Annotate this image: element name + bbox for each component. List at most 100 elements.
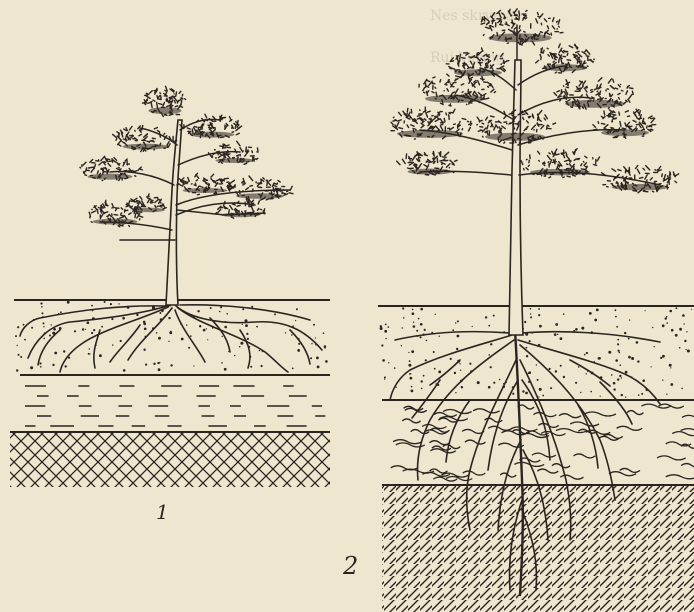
dashed-layer-1	[25, 386, 325, 426]
needle-stroke	[614, 177, 615, 180]
needle-stroke	[434, 158, 435, 159]
needle-stroke	[257, 148, 258, 151]
soil-dot	[411, 350, 414, 353]
needle-stroke	[456, 76, 460, 77]
needle-stroke	[637, 169, 639, 173]
needle-stroke	[252, 200, 254, 203]
needle-stroke	[509, 113, 513, 114]
soil-dot	[600, 396, 601, 397]
soil-dot	[628, 338, 630, 340]
soil-dot	[197, 310, 199, 312]
needle-stroke	[541, 32, 543, 33]
needle-stroke	[619, 98, 620, 100]
soil-squiggle	[391, 466, 418, 470]
needle-stroke	[524, 169, 525, 170]
needle-stroke	[523, 118, 524, 120]
soil-dot	[401, 345, 402, 346]
soil-dot	[665, 317, 667, 319]
needle-stroke	[494, 92, 495, 93]
needle-stroke	[112, 207, 115, 208]
needle-stroke	[188, 178, 190, 182]
soil-dot	[199, 325, 201, 327]
foliage-shadow	[183, 188, 228, 193]
needle-stroke	[598, 122, 599, 124]
soil-dot	[530, 308, 532, 310]
soil-dot	[581, 327, 584, 330]
soil-dot	[621, 377, 622, 378]
needle-stroke	[391, 122, 393, 124]
needle-stroke	[567, 176, 570, 177]
soil-dot	[619, 352, 621, 354]
needle-stroke	[618, 170, 621, 171]
soil-dot	[380, 327, 383, 330]
needle-stroke	[277, 183, 278, 184]
soil-dot	[636, 341, 639, 344]
needle-stroke	[521, 161, 523, 165]
soil-dot	[613, 388, 615, 390]
needle-stroke	[243, 151, 244, 152]
needle-stroke	[598, 78, 602, 82]
needle-stroke	[237, 155, 240, 156]
needle-stroke	[491, 89, 494, 92]
soil-dot	[317, 366, 320, 369]
needle-stroke	[486, 59, 488, 60]
needle-stroke	[462, 92, 463, 93]
soil-dot	[242, 308, 244, 310]
needle-stroke	[224, 178, 228, 179]
needle-stroke	[154, 127, 157, 128]
soil-dot	[99, 354, 102, 357]
needle-stroke	[230, 183, 231, 187]
soil-dot	[145, 364, 147, 366]
soil-dot	[596, 309, 599, 312]
needle-stroke	[116, 208, 117, 210]
needle-stroke	[99, 162, 103, 165]
needle-stroke	[611, 94, 613, 96]
needle-stroke	[467, 93, 470, 94]
needle-stroke	[593, 125, 596, 128]
needle-stroke	[617, 176, 618, 178]
soil-dot	[619, 375, 621, 377]
needle-stroke	[610, 113, 611, 115]
needle-stroke	[417, 159, 419, 161]
needle-stroke	[625, 111, 628, 112]
soil-dot	[683, 323, 684, 324]
needle-stroke	[528, 165, 529, 166]
soil-dot	[617, 378, 619, 380]
needle-stroke	[482, 17, 483, 21]
soil-dot	[31, 327, 33, 329]
needle-stroke	[605, 129, 607, 130]
soil-dot	[186, 324, 187, 325]
soil-dot	[538, 314, 540, 316]
soil-dot	[412, 309, 414, 311]
soil-dot	[256, 326, 258, 328]
needle-stroke	[196, 180, 197, 181]
needle-stroke	[488, 87, 489, 88]
needle-stroke	[130, 171, 131, 172]
needle-stroke	[267, 182, 270, 186]
soil-dot	[686, 349, 687, 350]
needle-stroke	[187, 128, 190, 129]
soil-dot	[40, 302, 42, 304]
needle-stroke	[450, 160, 454, 163]
soil-squiggle	[681, 464, 694, 468]
needle-stroke	[570, 164, 572, 166]
needle-stroke	[90, 160, 93, 163]
soil-squiggle	[537, 469, 558, 473]
needle-stroke	[482, 76, 483, 80]
needle-stroke	[419, 166, 420, 168]
foliage-shadow	[190, 132, 235, 138]
soil-dot	[670, 367, 671, 368]
soil-dot	[438, 371, 441, 374]
soil-dot	[669, 310, 672, 313]
soil-dot	[123, 369, 126, 372]
needle-stroke	[509, 9, 510, 13]
needle-stroke	[524, 126, 528, 130]
soil-dot	[247, 338, 249, 340]
soil-dot	[490, 366, 492, 368]
needle-stroke	[93, 167, 94, 169]
soil-dot	[433, 351, 435, 353]
needle-stroke	[613, 79, 614, 82]
soil-dot	[669, 364, 672, 367]
soil-dot	[586, 352, 588, 354]
soil-dot	[537, 379, 539, 381]
